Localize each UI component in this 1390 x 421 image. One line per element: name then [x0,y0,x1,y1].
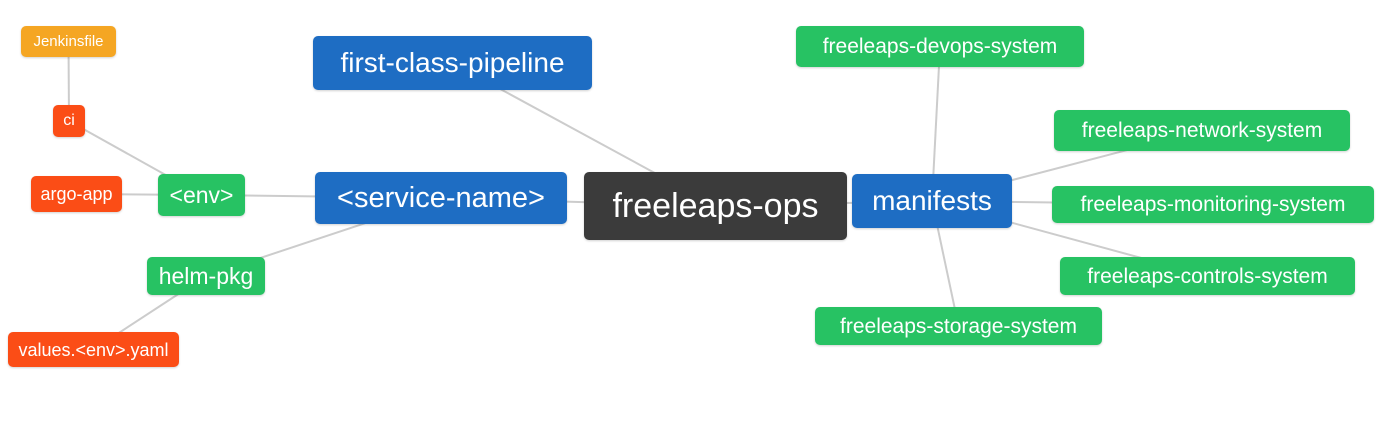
node-label-manifests: manifests [872,185,992,216]
node-env[interactable]: <env> [158,174,245,216]
node-label-argo-app: argo-app [40,184,113,204]
node-label-jenkinsfile: Jenkinsfile [33,33,104,50]
node-controls-system[interactable]: freeleaps-controls-system [1060,257,1355,295]
node-jenkinsfile[interactable]: Jenkinsfile [21,26,116,57]
node-values-env-yaml[interactable]: values.<env>.yaml [8,332,179,367]
node-first-class-pipeline[interactable]: first-class-pipeline [313,36,592,90]
node-label-network-system: freeleaps-network-system [1081,119,1323,142]
node-label-helm-pkg: helm-pkg [158,262,254,289]
node-label-devops-system: freeleaps-devops-system [822,35,1058,58]
node-label-env: <env> [169,181,234,208]
node-label-first-class-pipeline: first-class-pipeline [340,47,565,78]
node-devops-system[interactable]: freeleaps-devops-system [796,26,1084,67]
node-network-system[interactable]: freeleaps-network-system [1054,110,1350,151]
node-label-service-name: <service-name> [337,181,545,214]
node-label-storage-system: freeleaps-storage-system [840,314,1077,338]
node-label-freeleaps-ops: freeleaps-ops [612,187,819,225]
node-label-monitoring-system: freeleaps-monitoring-system [1080,193,1346,216]
node-label-values-env-yaml: values.<env>.yaml [18,339,169,360]
node-label-controls-system: freeleaps-controls-system [1087,264,1328,288]
node-storage-system[interactable]: freeleaps-storage-system [815,307,1102,345]
node-ci[interactable]: ci [53,105,85,137]
node-argo-app[interactable]: argo-app [31,176,122,212]
node-monitoring-system[interactable]: freeleaps-monitoring-system [1052,186,1374,223]
node-freeleaps-ops[interactable]: freeleaps-ops [584,172,847,240]
node-service-name[interactable]: <service-name> [315,172,567,224]
node-helm-pkg[interactable]: helm-pkg [147,257,265,295]
node-manifests[interactable]: manifests [852,174,1012,228]
node-label-ci: ci [63,112,75,129]
